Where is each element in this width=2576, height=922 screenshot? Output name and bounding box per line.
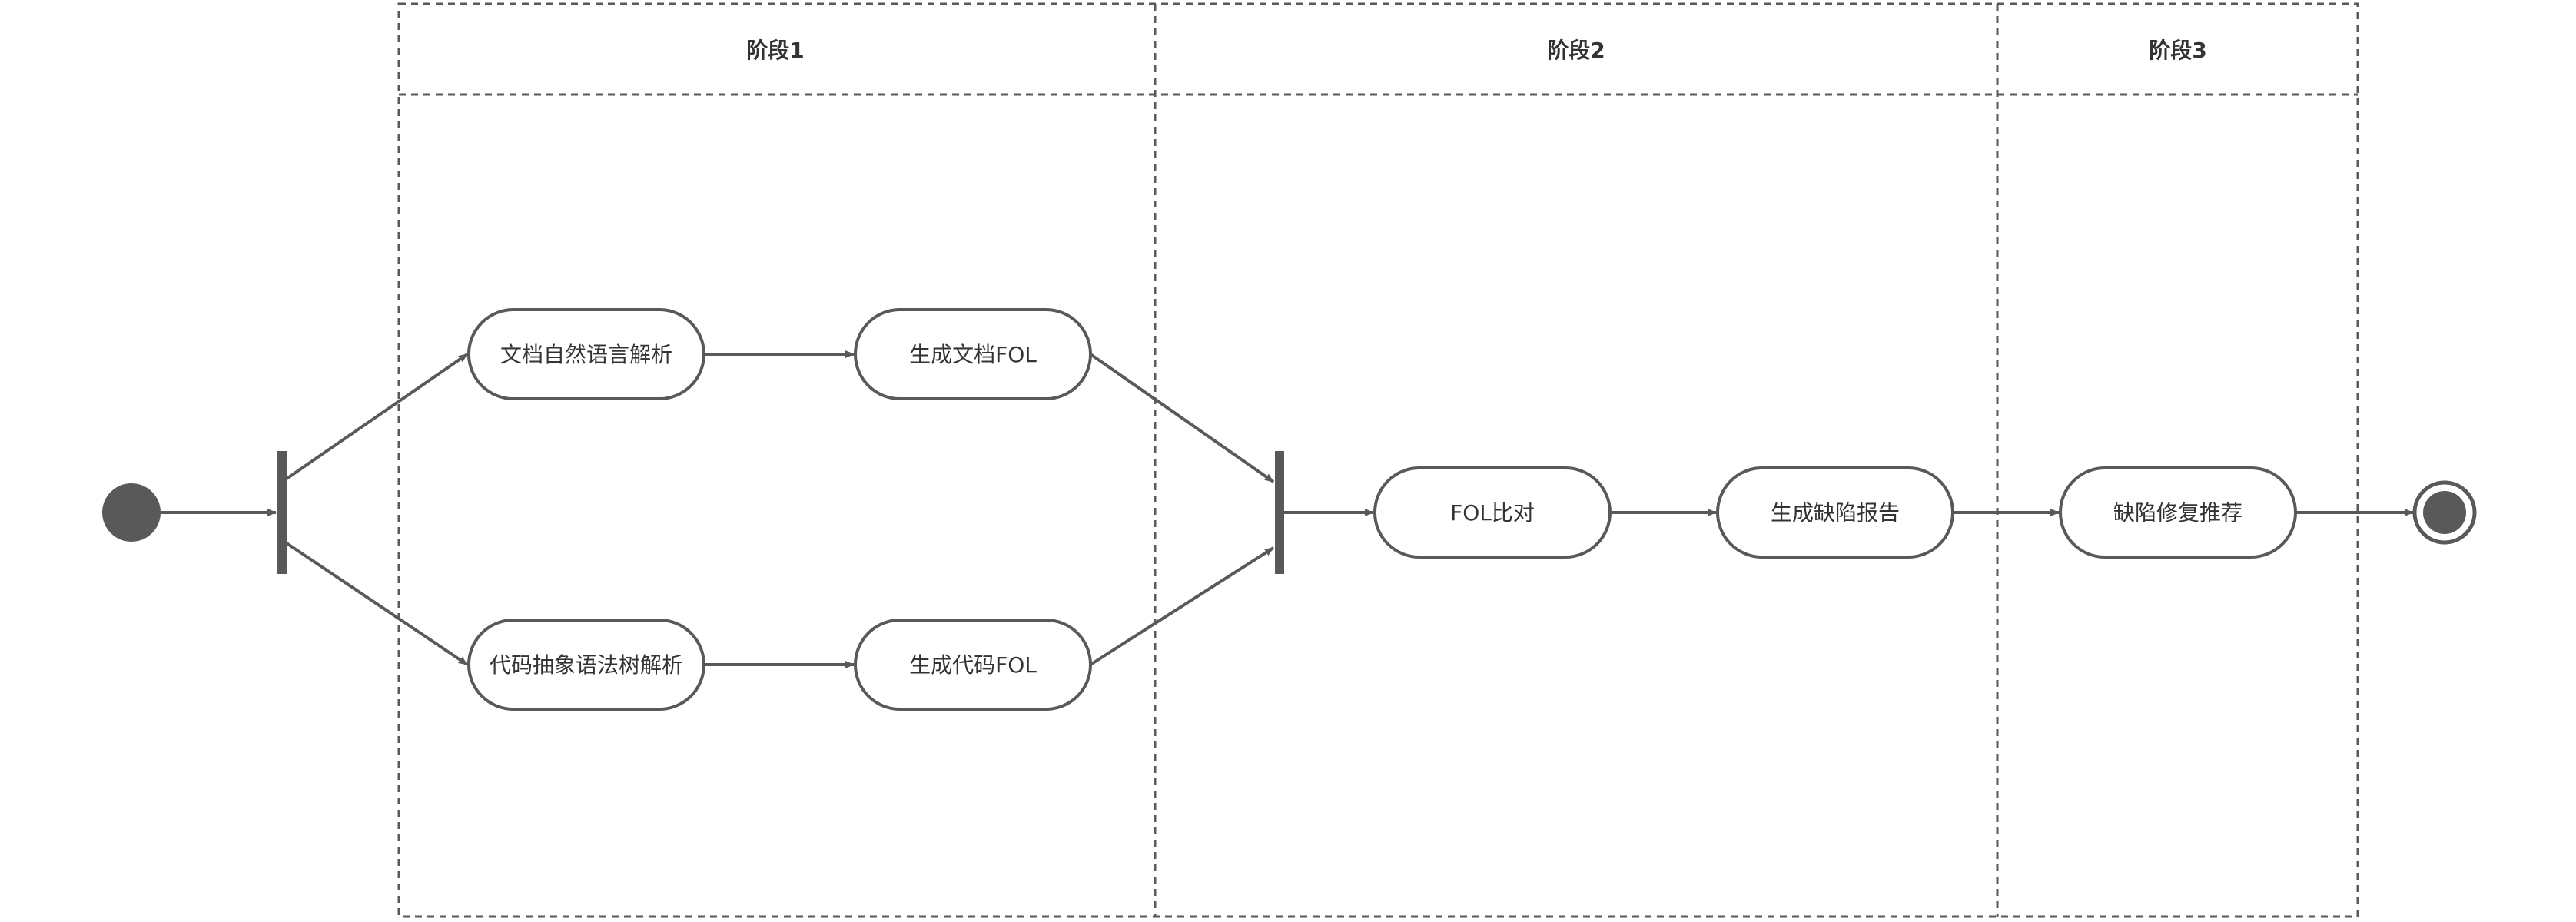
fork-bar	[277, 451, 287, 574]
lane-title-phase-2: 阶段2	[1547, 38, 1605, 63]
edge-code-fol-join	[1089, 546, 1275, 666]
activity-label: 生成文档FOL	[909, 342, 1037, 367]
activity-defect-report: 生成缺陷报告	[1716, 466, 1954, 559]
activity-code-fol: 生成代码FOL	[854, 619, 1092, 711]
start-node	[102, 483, 161, 542]
activity-doc-nlp: 文档自然语言解析	[467, 308, 705, 400]
edge-doc-fol-join	[1089, 353, 1275, 483]
activity-code-ast: 代码抽象语法树解析	[467, 619, 705, 711]
activity-label: 生成代码FOL	[909, 652, 1037, 678]
activity-label: FOL比对	[1450, 500, 1535, 526]
swimlane-frame	[397, 2, 2359, 918]
activity-defect-fix: 缺陷修复推荐	[2059, 466, 2297, 559]
activity-label: 缺陷修复推荐	[2113, 500, 2242, 526]
join-bar	[1275, 451, 1284, 574]
activity-fol-compare: FOL比对	[1373, 466, 1612, 559]
activity-label: 生成缺陷报告	[1771, 500, 1900, 526]
edge-fork-doc-nlp	[285, 353, 469, 480]
end-node	[2412, 480, 2477, 545]
activity-label: 文档自然语言解析	[500, 342, 672, 367]
swimlane-border	[397, 2, 2359, 918]
lane-title-phase-1: 阶段1	[746, 38, 804, 63]
edge-fork-code-ast	[285, 542, 469, 666]
activity-doc-fol: 生成文档FOL	[854, 308, 1092, 400]
activity-label: 代码抽象语法树解析	[490, 652, 683, 678]
lane-title-phase-3: 阶段3	[2149, 38, 2206, 63]
edges	[161, 350, 2414, 668]
